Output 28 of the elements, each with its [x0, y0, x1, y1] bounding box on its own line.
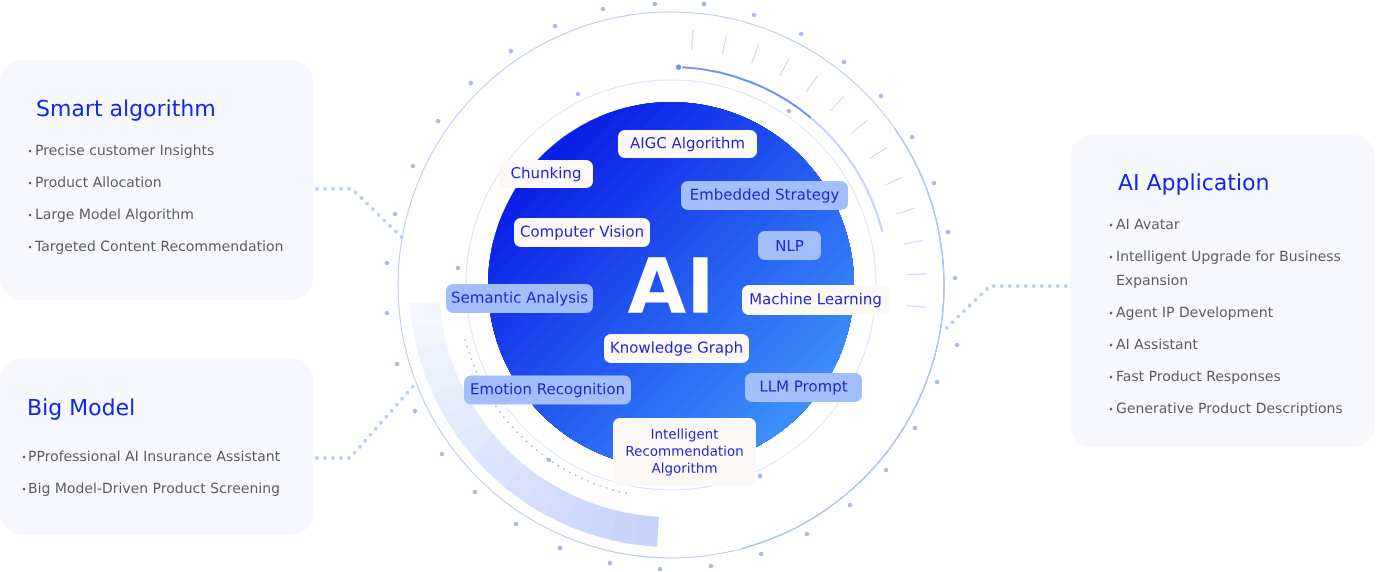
list-item: Targeted Content Recommendation — [34, 240, 283, 254]
keyword-tag: AIGC Algorithm — [618, 130, 757, 158]
card-heading: Smart algorithm — [37, 99, 214, 121]
list-item: Precise customer Insights — [36, 144, 214, 158]
keyword-tag: Semantic Analysis — [446, 284, 593, 313]
list-item: Intelligent Upgrade for Business Expansion — [1117, 250, 1341, 288]
list-item: AI Avatar — [1116, 218, 1180, 230]
keyword-tag: Knowledge Graph — [604, 334, 749, 363]
list-item: Product Allocation — [36, 176, 161, 188]
list-item: AI Assistant — [1116, 338, 1198, 350]
list-item: PProfessional AI Insurance Assistant — [29, 450, 280, 462]
keyword-tag: Machine Learning — [742, 285, 889, 315]
dotted-connector — [315, 187, 405, 240]
list-item: Big Model-Driven Product Screening — [29, 482, 279, 496]
list-item: Generative Product Descriptions — [1116, 402, 1342, 416]
keyword-tag: NLP — [758, 231, 821, 260]
keyword-tag: LLM Prompt — [745, 373, 862, 402]
keyword-tag: Emotion Recognition — [464, 375, 631, 405]
keyword-tag: Computer Vision — [514, 218, 650, 247]
dotted-connector — [944, 284, 1068, 330]
keyword-tag: Chunking — [499, 160, 593, 188]
list-item: Agent IP Development — [1116, 306, 1273, 320]
list-item: Fast Product Responses — [1117, 370, 1281, 384]
keyword-tag: Embedded Strategy — [681, 181, 848, 210]
card-heading: AI Application — [1118, 173, 1268, 195]
list-item: Large Model Algorithm — [36, 208, 193, 222]
card-heading: Big Model — [29, 398, 134, 420]
keyword-tag: Intelligent Recommendation Algorithm — [613, 418, 756, 486]
